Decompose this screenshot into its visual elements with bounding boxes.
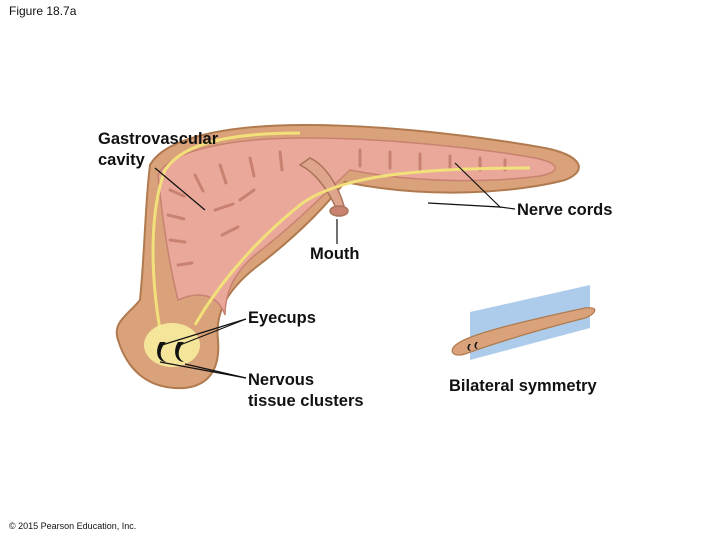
label-nerve-cords: Nerve cords (517, 201, 613, 219)
flatworm-illustration (115, 123, 580, 390)
label-nervous-tissue-clusters: Nervous tissue clusters (248, 370, 364, 412)
mouth-opening (329, 205, 349, 217)
eyecup-right-icon (175, 342, 184, 362)
label-gastrovascular-line1: Gastrovascular (98, 130, 219, 148)
label-nervous-line2: tissue clusters (248, 392, 364, 410)
mini-eye-left-icon (467, 344, 471, 351)
label-gastrovascular-cavity: Gastrovascular cavity (98, 129, 218, 171)
label-bilateral-symmetry: Bilateral symmetry (449, 377, 597, 395)
eyecup-left-icon (157, 342, 166, 362)
leader-eyecups-b (179, 318, 247, 346)
nerve-cord-right (193, 166, 531, 326)
leader-eyecups-a (161, 318, 247, 346)
leader-lines (154, 162, 516, 379)
gastrovascular-cavity (157, 137, 556, 316)
mini-eye-right-icon (474, 342, 478, 349)
mini-flatworm (451, 307, 596, 356)
nerve-cord-left (151, 131, 301, 331)
copyright-notice: © 2015 Pearson Education, Inc. (9, 521, 137, 531)
bilateral-symmetry-inset (451, 285, 596, 360)
gut-branches (166, 148, 507, 267)
nervous-tissue-cluster (144, 323, 200, 367)
label-gastrovascular-line2: cavity (98, 151, 145, 169)
label-mouth: Mouth (310, 245, 360, 263)
leader-gastrovascular (154, 167, 206, 211)
figure-title: Figure 18.7a (9, 4, 77, 18)
leader-nervous-a (159, 361, 247, 379)
leader-nervous-b (184, 363, 247, 379)
pharynx (298, 157, 345, 209)
label-nervous-line1: Nervous (248, 371, 315, 389)
label-eyecups: Eyecups (248, 309, 316, 327)
leader-nerve-cords-end (499, 206, 516, 210)
